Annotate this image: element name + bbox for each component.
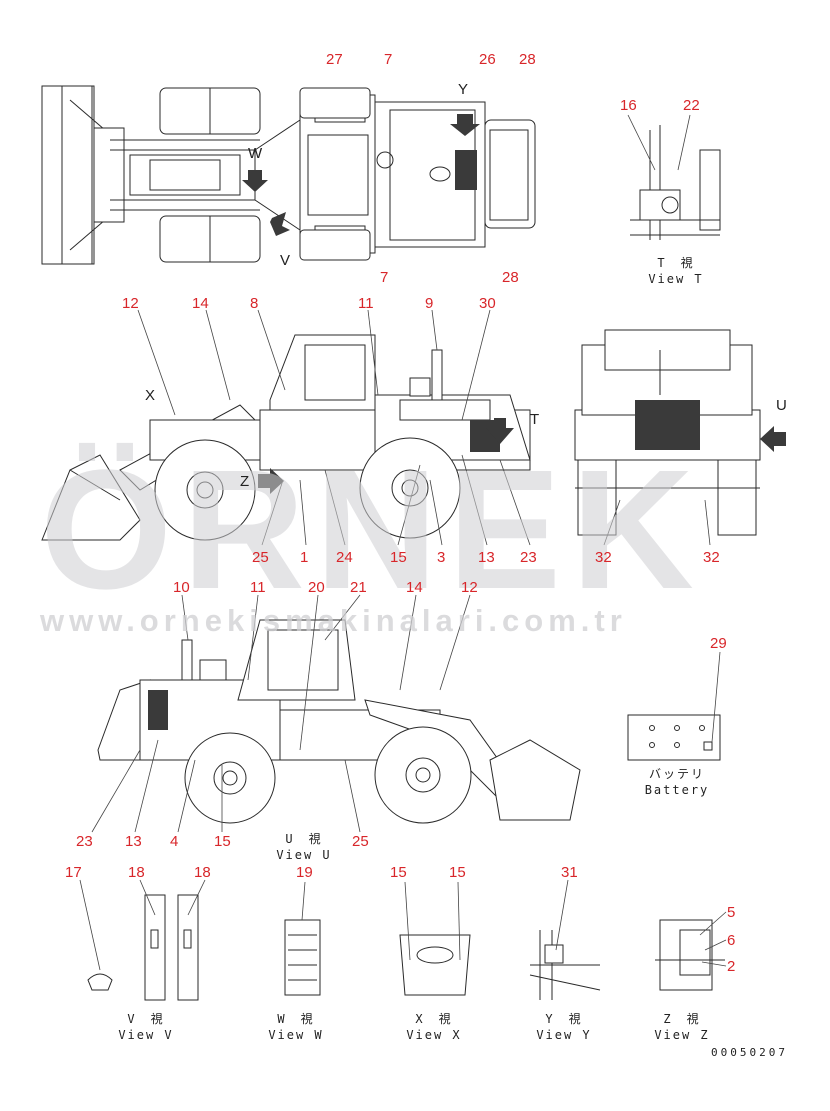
callout-15: 15 [390,549,407,566]
callout-28: 28 [519,51,536,68]
callout-6: 6 [727,932,736,949]
callout-15-u: 15 [214,833,231,850]
callout-12: 12 [122,295,139,312]
callout-13: 13 [478,549,495,566]
callout-23-u: 23 [76,833,93,850]
callout-10: 10 [173,579,190,596]
watermark-brand: ÖRNEK [40,435,704,625]
callout-12-u: 12 [461,579,478,596]
callout-30: 30 [479,295,496,312]
callout-4: 4 [170,833,179,850]
callout-25: 25 [252,549,269,566]
callout-27: 27 [326,51,343,68]
callout-17: 17 [65,864,82,881]
callout-31: 31 [561,864,578,881]
caption-view-v-jp: V 視 [127,1012,165,1026]
callout-21: 21 [350,579,367,596]
callout-2: 2 [727,958,736,975]
callout-11: 11 [358,295,374,312]
callout-15-x-right: 15 [449,864,466,881]
callout-20: 20 [308,579,325,596]
callout-7-lower: 7 [380,269,389,286]
callout-5: 5 [727,904,736,921]
callout-9: 9 [425,295,434,312]
caption-view-u: View U [276,848,332,862]
side-view-drawing [41,309,531,546]
callout-32-right: 32 [703,549,720,566]
view-label-u: U [776,397,787,414]
caption-view-z: View Z [654,1028,710,1042]
callout-3: 3 [437,549,446,566]
view-y-drawing [529,879,601,1000]
callout-18-left: 18 [128,864,145,881]
view-label-v: V [280,252,291,269]
caption-view-y-jp: Y 視 [545,1012,583,1026]
view-t-drawing [627,114,721,240]
callout-11-u: 11 [250,579,266,596]
callout-24: 24 [336,549,353,566]
callout-22: 22 [683,97,700,114]
callout-7: 7 [384,51,393,68]
rear-view-drawing [574,329,786,546]
caption-view-w-jp: W 視 [277,1012,315,1026]
callout-19: 19 [296,864,313,881]
caption-view-u-jp: U 視 [285,832,323,846]
view-w-drawing [284,881,321,996]
view-z-drawing [655,911,727,991]
view-label-y: Y [458,81,469,98]
caption-view-z-jp: Z 視 [663,1012,701,1026]
callout-14-u: 14 [406,579,423,596]
top-view-drawing [41,85,536,265]
caption-view-w: View W [268,1028,324,1042]
callout-18-right: 18 [194,864,211,881]
view-label-t: T [530,411,540,428]
callout-16: 16 [620,97,637,114]
callout-14: 14 [192,295,209,312]
callout-25-u: 25 [352,833,369,850]
caption-battery: Battery [644,783,710,797]
caption-view-x: View X [406,1028,462,1042]
caption-view-v: View V [118,1028,174,1042]
view-u-drawing [91,594,581,833]
callout-29: 29 [710,635,727,652]
view-label-x: X [145,387,156,404]
part-number: 00050207 [711,1046,788,1059]
caption-view-t: View T [648,272,704,286]
caption-view-y: View Y [536,1028,592,1042]
callout-28-lower: 28 [502,269,519,286]
caption-view-x-jp: X 視 [415,1012,453,1026]
caption-battery-jp: バッテリ [648,767,705,781]
callout-23: 23 [520,549,537,566]
view-v-drawing [79,879,206,1001]
callout-26: 26 [479,51,496,68]
battery-drawing [627,651,721,761]
view-label-z: Z [240,473,250,490]
watermark-url: www.ornekismakinalari.com.tr [40,603,627,638]
view-x-drawing [399,881,471,996]
caption-view-t-jp: T 視 [657,256,695,270]
view-label-w: W [248,145,263,162]
callout-15-x-left: 15 [390,864,407,881]
callout-1: 1 [300,549,309,566]
callout-13-u: 13 [125,833,142,850]
callout-8: 8 [250,295,259,312]
callout-32-left: 32 [595,549,612,566]
